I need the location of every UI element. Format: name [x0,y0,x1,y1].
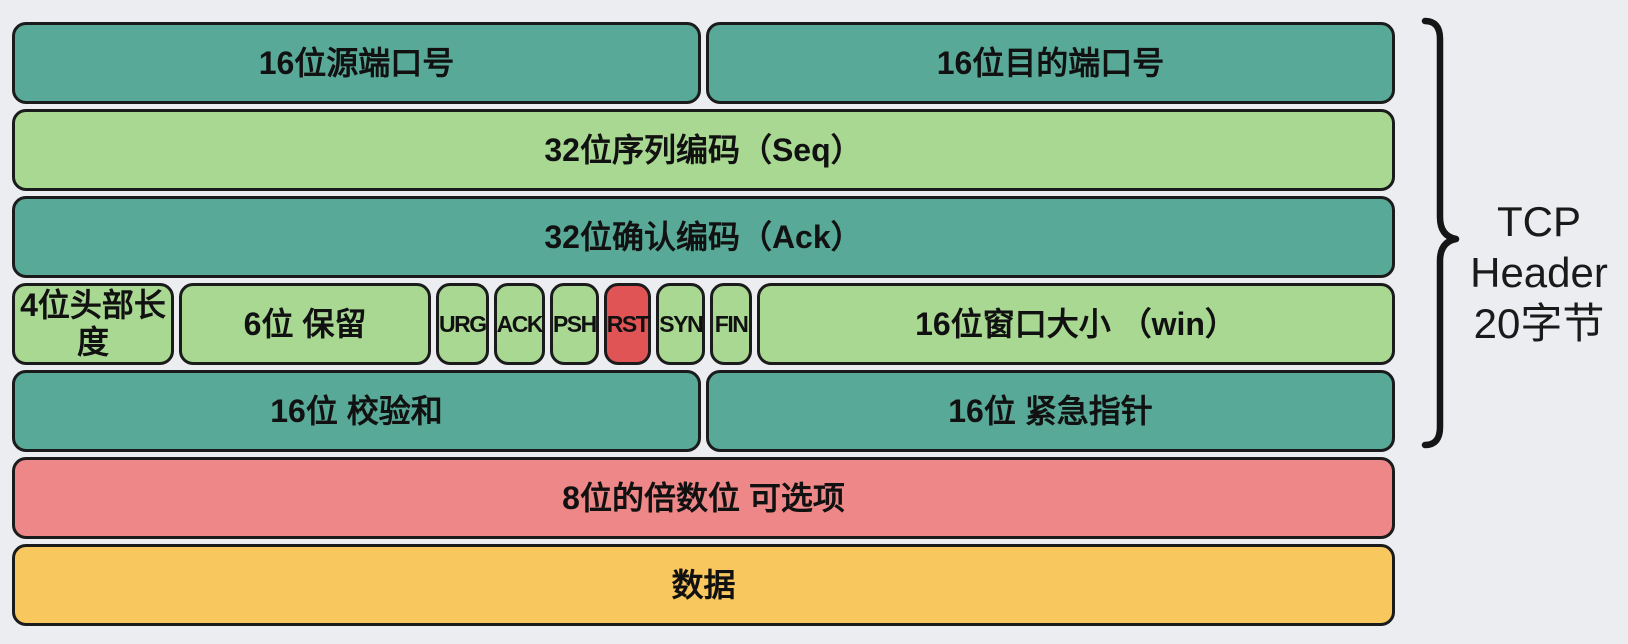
row-checksum: 16位 校验和 16位 紧急指针 [12,370,1395,452]
field-source-port: 16位源端口号 [12,22,701,104]
field-options: 8位的倍数位 可选项 [12,457,1395,539]
row-data: 数据 [12,544,1395,626]
flag-fin-label: FIN [714,310,749,337]
caption-line-1: TCP [1497,198,1581,245]
flag-urg: URG [436,283,489,365]
field-ack-number: 32位确认编码（Ack） [12,196,1395,278]
caption-line-3: 20字节 [1473,300,1605,347]
field-data: 数据 [12,544,1395,626]
field-dest-port: 16位目的端口号 [706,22,1395,104]
field-header-length: 4位头部长度 [12,283,174,365]
flag-syn-label: SYN [659,310,703,337]
row-seq: 32位序列编码（Seq） [12,109,1395,191]
row-options: 8位的倍数位 可选项 [12,457,1395,539]
caption-line-2: Header [1470,249,1608,296]
flag-ack-label: ACK [496,310,544,337]
curly-brace-icon [1421,17,1460,449]
field-checksum: 16位 校验和 [12,370,701,452]
row-ack: 32位确认编码（Ack） [12,196,1395,278]
tcp-header-caption: TCP Header 20字节 [1450,196,1628,349]
field-window-size: 16位窗口大小 （win） [757,283,1395,365]
flag-psh-label: PSH [552,310,597,337]
flag-psh: PSH [549,283,599,365]
flag-urg-label: URG [439,310,487,337]
flag-rst: RST [603,283,652,365]
flag-fin: FIN [710,283,753,365]
flag-ack: ACK [493,283,545,365]
field-sequence-number: 32位序列编码（Seq） [12,109,1395,191]
flag-rst-label: RST [606,310,650,337]
row-ports: 16位源端口号 16位目的端口号 [12,22,1395,104]
field-reserved: 6位 保留 [179,283,431,365]
flag-syn: SYN [656,283,706,365]
tcp-header-rows: 16位源端口号 16位目的端口号 32位序列编码（Seq） 32位确认编码（Ac… [12,22,1395,626]
field-urgent-pointer: 16位 紧急指针 [706,370,1395,452]
row-flags: 4位头部长度 6位 保留 URG ACK PSH RST SYN FIN 16位… [12,283,1395,365]
